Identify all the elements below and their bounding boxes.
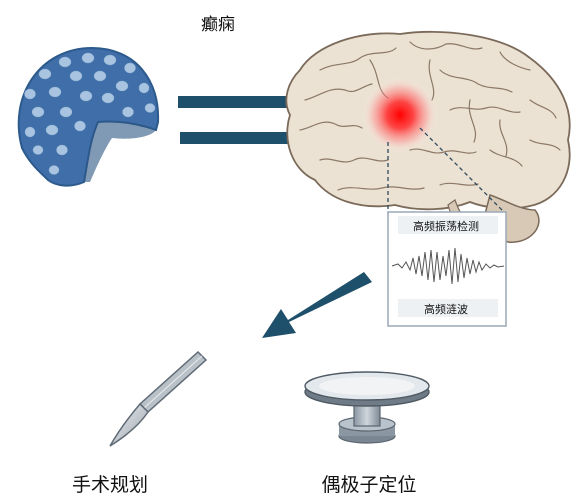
surgery-planning-label: 手术规划 bbox=[55, 470, 165, 497]
title-label: 癫痫 bbox=[188, 10, 248, 35]
epileptic-focus-icon bbox=[362, 77, 438, 153]
dipole-localization-label: 偶极子定位 bbox=[304, 470, 434, 497]
panel-to-outcomes-arrow bbox=[262, 272, 372, 338]
dipole-pedestal-icon bbox=[305, 372, 429, 443]
eeg-cap-icon bbox=[19, 48, 158, 186]
hfo-detect-label: 高频振荡检测 bbox=[392, 218, 500, 234]
hfo-filter-label: 高频涟波 bbox=[392, 301, 500, 317]
scalpel-icon bbox=[110, 352, 206, 446]
